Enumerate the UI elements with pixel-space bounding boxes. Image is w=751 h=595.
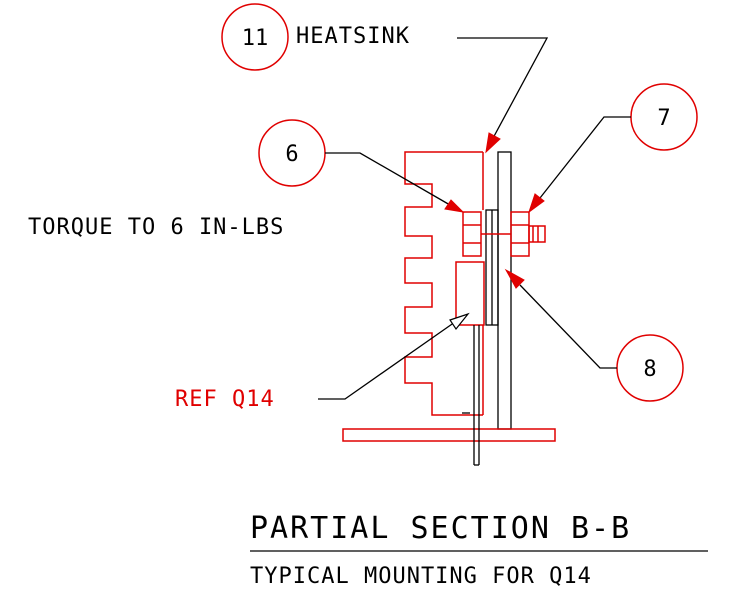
heatsink-label: HEATSINK <box>296 24 410 49</box>
item7-leader <box>539 116 631 199</box>
section-title: PARTIAL SECTION B-B <box>250 511 631 546</box>
ref-note: REF Q14 <box>175 387 275 412</box>
item6-arrowhead <box>444 199 465 213</box>
item7-arrowhead <box>528 193 545 214</box>
item6-leader <box>325 152 451 206</box>
callout-bubble-11 <box>221 3 289 71</box>
callout-number-7: 7 <box>657 106 670 131</box>
ref-leader <box>318 321 456 400</box>
ref-arrowhead <box>449 312 470 331</box>
item8-leader <box>519 284 617 369</box>
nut-right <box>510 211 530 257</box>
section-subtitle: TYPICAL MOUNTING FOR Q14 <box>250 564 592 589</box>
transistor-q14 <box>455 261 485 326</box>
heatsink-leader <box>457 37 549 141</box>
mounting-plate <box>497 151 512 430</box>
screw-shaft <box>528 225 546 243</box>
callout-number-11: 11 <box>242 26 269 51</box>
heatsink-fins <box>404 151 483 416</box>
torque-note: TORQUE TO 6 IN-LBS <box>28 215 284 240</box>
heatsink-arrowhead <box>485 132 501 154</box>
item8-arrowhead <box>504 268 525 289</box>
base-plate <box>342 428 556 442</box>
callout-number-8: 8 <box>643 357 656 382</box>
callout-number-6: 6 <box>285 142 298 167</box>
nut-left <box>462 211 482 257</box>
